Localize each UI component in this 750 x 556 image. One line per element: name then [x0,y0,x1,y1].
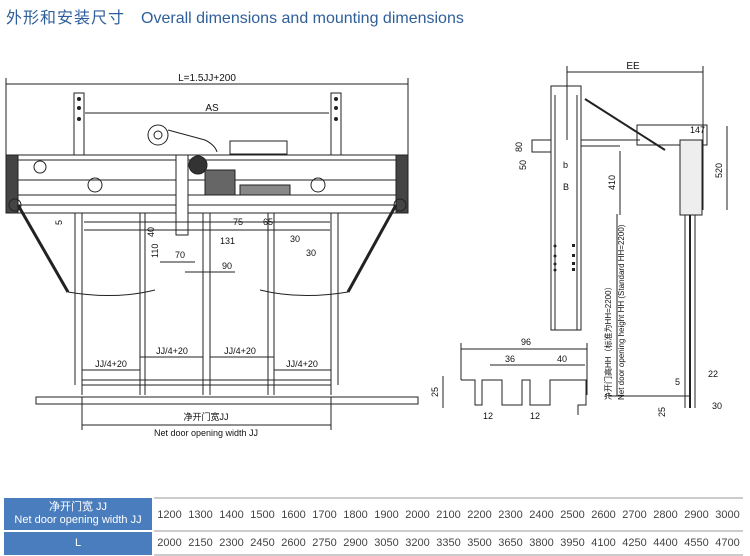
side-view: EE 80 50 b B 410 147 520 净开门高HH（标准为HH=22… [514,61,728,417]
jj-cell: 1300 [185,497,216,532]
spec-table: 净开门宽 JJ Net door opening width JJ 1200 1… [4,497,743,556]
label-AS: AS [205,103,219,114]
center-bracket [175,154,189,236]
jj-cell: 2700 [619,497,650,532]
l-cell: 2150 [185,531,216,556]
table-row-jj: 净开门宽 JJ Net door opening width JJ 1200 1… [4,497,743,532]
jj-cell: 1700 [309,497,340,532]
hanger-right [330,92,342,156]
dim-30a: 30 [290,234,300,244]
dim-36: 36 [505,354,515,364]
dim-22: 22 [708,369,718,379]
jj-cell: 1400 [216,497,247,532]
dim-5: 5 [54,220,64,225]
row-header-jj-cn: 净开门宽 JJ [48,501,108,513]
label-b: b [563,160,568,170]
side-post [550,85,582,331]
l-cell: 2600 [278,531,309,556]
dim-80: 80 [514,142,524,152]
l-cell: 2000 [153,531,185,556]
label-EE: EE [626,61,640,72]
label-net-width-cn: 净开门宽JJ [183,411,228,422]
jj-cell: 2400 [526,497,557,532]
l-cell: 3050 [371,531,402,556]
jj-cell: 2600 [588,497,619,532]
l-cell: 2900 [340,531,371,556]
jj-cell: 2800 [650,497,681,532]
dim-25-sill: 25 [430,387,440,397]
sill-detail: 96 36 40 25 12 12 [430,337,588,421]
dim-12b: 12 [530,411,540,421]
l-cell: 4100 [588,531,619,556]
l-cell: 4700 [712,531,743,556]
l-cell: 4250 [619,531,650,556]
title-cn: 外形和安装尺寸 [6,8,126,27]
panel-width-4: JJ/4+20 [286,359,318,369]
controller-box [229,140,288,155]
arm [584,98,666,151]
jj-cell: 2300 [495,497,526,532]
dim-90: 90 [222,261,232,271]
dim-110: 110 [150,244,160,258]
dim-25-side: 25 [657,407,667,417]
l-cell: 2750 [309,531,340,556]
row-header-jj: 净开门宽 JJ Net door opening width JJ [4,498,154,532]
dim-131: 131 [220,236,235,246]
dim-30b: 30 [306,248,316,258]
label-overall-length: L=1.5JJ+200 [178,73,236,84]
door-panels [74,213,339,395]
label-net-width-en: Net door opening width JJ [154,428,258,438]
jj-cell: 1900 [371,497,402,532]
row-header-l: L [4,531,154,555]
jj-cell: 1600 [278,497,309,532]
jj-cell: 3000 [712,497,743,532]
jj-cell: 2000 [402,497,433,532]
jj-cell: 2900 [681,497,712,532]
sill-profile [461,379,587,415]
jj-cell: 2100 [433,497,464,532]
dim-520: 520 [714,163,724,178]
label-height-cn: 净开门高HH（标准为HH=2200） [603,282,613,400]
jj-cell: 2200 [464,497,495,532]
dim-40: 40 [146,227,156,237]
dim-12a: 12 [483,411,493,421]
jj-cell: 1500 [247,497,278,532]
table-row-l: L 2000 2150 2300 2450 2600 2750 2900 305… [4,531,743,556]
jj-cell: 2500 [557,497,588,532]
row-header-jj-en: Net door opening width JJ [14,514,142,526]
jj-cell: 1200 [153,497,185,532]
l-cell: 4550 [681,531,712,556]
jj-cell: 1800 [340,497,371,532]
label-height-en: Net door opening height HH (Standard HH=… [617,224,626,400]
hanger-block [679,139,703,216]
dim-147: 147 [690,125,705,135]
panel-width-3: JJ/4+20 [224,346,256,356]
dim-50: 50 [518,160,528,170]
dim-410: 410 [607,175,617,190]
l-cell: 3800 [526,531,557,556]
l-cell: 3650 [495,531,526,556]
sill [35,396,419,405]
l-cell: 3950 [557,531,588,556]
dim-5-side: 5 [675,377,680,387]
l-cell: 3350 [433,531,464,556]
l-cell: 2450 [247,531,278,556]
dim-30-side: 30 [712,401,722,411]
l-cell: 3200 [402,531,433,556]
title-en: Overall dimensions and mounting dimensio… [141,10,464,27]
dim-70: 70 [175,250,185,260]
hanger-left [73,92,85,156]
l-cell: 3500 [464,531,495,556]
panel-width-2: JJ/4+20 [156,346,188,356]
l-cell: 4400 [650,531,681,556]
page-title: 外形和安装尺寸 Overall dimensions and mounting d… [6,4,464,28]
motor-pulley [147,124,169,146]
dim-40-sill: 40 [557,354,567,364]
panel-width-1: JJ/4+20 [95,359,127,369]
l-cell: 2300 [216,531,247,556]
label-B: B [563,182,569,192]
technical-drawing: L=1.5JJ+200 AS [5,61,728,438]
dim-96: 96 [521,337,531,347]
front-view: L=1.5JJ+200 AS [5,73,419,438]
